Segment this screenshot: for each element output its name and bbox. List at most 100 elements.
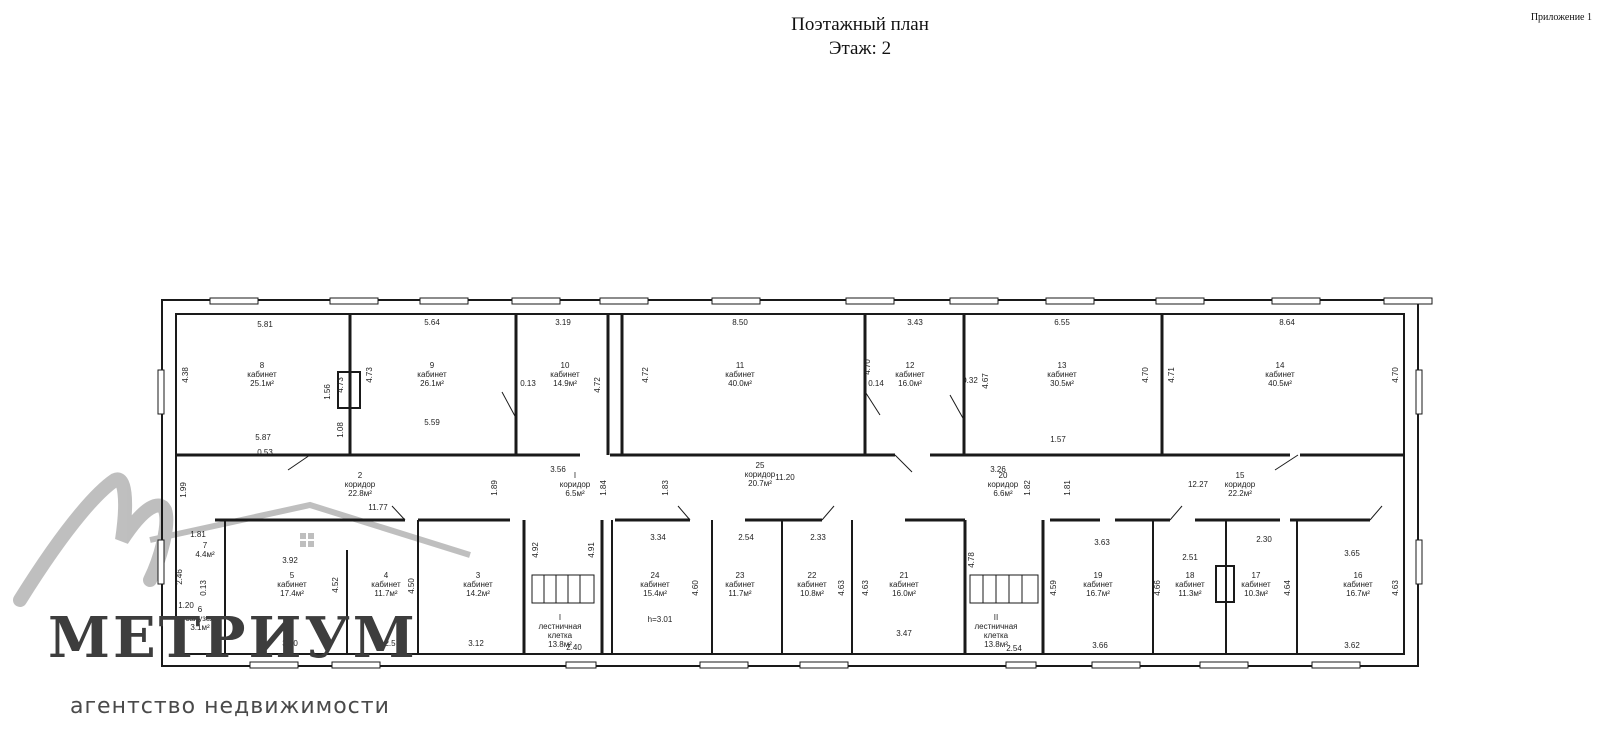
- dimension-label: 1.82: [1023, 480, 1032, 496]
- room-area: 10.8м²: [800, 589, 824, 598]
- dimension-label: 2.51: [1182, 553, 1198, 562]
- room-name: санузел: [185, 614, 215, 623]
- dimension-label: 5.81: [257, 320, 273, 329]
- room-area: 6.5м²: [565, 489, 585, 498]
- room-area: 25.1м²: [250, 379, 274, 388]
- room-name: коридор: [745, 470, 776, 479]
- room-area: 11.3м²: [1178, 589, 1201, 598]
- dimension-label: 1.84: [599, 480, 608, 496]
- room-name: кабинет: [797, 580, 827, 589]
- room-area: 11.7м²: [728, 589, 751, 598]
- dimension-label: 5.59: [424, 418, 440, 427]
- floor-label: Этаж: 2: [828, 38, 892, 59]
- dimension-label: 4.67: [981, 373, 990, 389]
- room-num: 22: [808, 571, 817, 580]
- dimension-label: 3.56: [550, 465, 566, 474]
- room-name: кабинет: [1175, 580, 1205, 589]
- dimension-label: 4.70: [863, 359, 872, 375]
- dimension-label: 3.90: [282, 639, 298, 648]
- dimension-label: 0.14: [868, 379, 884, 388]
- dimension-label: 4.72: [641, 367, 650, 383]
- room-name: кабинет: [725, 370, 755, 379]
- dimension-label: 4.70: [1391, 367, 1400, 383]
- room-name: кабинет: [463, 580, 493, 589]
- dimension-label: 1.56: [323, 384, 332, 400]
- appendix-label: Приложение 1: [1530, 12, 1592, 23]
- room-num: 12: [906, 361, 915, 370]
- room-name: коридор: [1225, 480, 1256, 489]
- room-num: 6: [198, 605, 203, 614]
- room-labels: 8кабинет25.1м²9кабинет26.1м²10кабинет14.…: [185, 361, 1373, 649]
- room-num: 17: [1252, 571, 1261, 580]
- room-name: кабинет: [247, 370, 277, 379]
- room-area: 40.5м²: [1268, 379, 1292, 388]
- dimension-label: 8.64: [1279, 318, 1295, 327]
- dimension-label: 5.64: [424, 318, 440, 327]
- room-name: коридор: [988, 480, 1019, 489]
- room-num: 23: [736, 571, 745, 580]
- room-name: кабинет: [1343, 580, 1373, 589]
- room-num: 13: [1058, 361, 1067, 370]
- dimension-label: 2.54: [1006, 644, 1022, 653]
- dimension-label: 4.52: [331, 577, 340, 593]
- dimension-label: 3.12: [468, 639, 484, 648]
- dimension-label: 4.38: [181, 367, 190, 383]
- dimension-label: 6.55: [1054, 318, 1070, 327]
- dimension-label: 2.40: [566, 643, 582, 652]
- room-num: 14: [1276, 361, 1285, 370]
- room-area: 6.6м²: [993, 489, 1013, 498]
- dimension-label: 4.72: [593, 377, 602, 393]
- dimension-label: 2.54: [738, 533, 754, 542]
- room-name: кабинет: [277, 580, 307, 589]
- dimension-label: 3.92: [282, 556, 298, 565]
- room-name: кабинет: [640, 580, 670, 589]
- dimension-label: 4.71: [1167, 367, 1176, 383]
- plan-title: Поэтажный план: [791, 14, 929, 35]
- dimension-label: 0.53: [257, 448, 273, 457]
- room-name: кабинет: [895, 370, 925, 379]
- room-num: 3: [476, 571, 481, 580]
- dimension-label: 1.83: [661, 480, 670, 496]
- room-name: кабинет: [1265, 370, 1295, 379]
- dimension-label: 3.63: [1094, 538, 1110, 547]
- dimension-label: 4.70: [1141, 367, 1150, 383]
- room-num: I: [574, 471, 576, 480]
- dimension-label: 2.33: [810, 533, 826, 542]
- dimension-label: 3.66: [1092, 641, 1108, 650]
- room-name: лестничная: [974, 622, 1017, 631]
- dimension-label: 12.27: [1188, 480, 1209, 489]
- room-12: 74.4м²: [195, 541, 215, 559]
- windows: [157, 297, 1433, 669]
- room-name: кабинет: [550, 370, 580, 379]
- dimension-label: 4.92: [531, 542, 540, 558]
- dimension-label: 4.73: [365, 367, 374, 383]
- dimension-label: 11.20: [775, 473, 795, 482]
- dimension-label: 1.81: [190, 530, 206, 539]
- room-name: кабинет: [725, 580, 755, 589]
- dimension-label: 0.13: [199, 580, 208, 596]
- dimension-label: 4.59: [1049, 580, 1058, 596]
- room-area: 22.2м²: [1228, 489, 1252, 498]
- room-num: 24: [651, 571, 660, 580]
- room-area: 3.1м²: [190, 623, 210, 632]
- dimension-label: 4.73: [336, 377, 345, 393]
- room-num: 7: [203, 541, 208, 550]
- dimension-label: 0.32: [962, 376, 978, 385]
- room-area: 16.0м²: [892, 589, 916, 598]
- dimension-label: 11.77: [368, 503, 388, 512]
